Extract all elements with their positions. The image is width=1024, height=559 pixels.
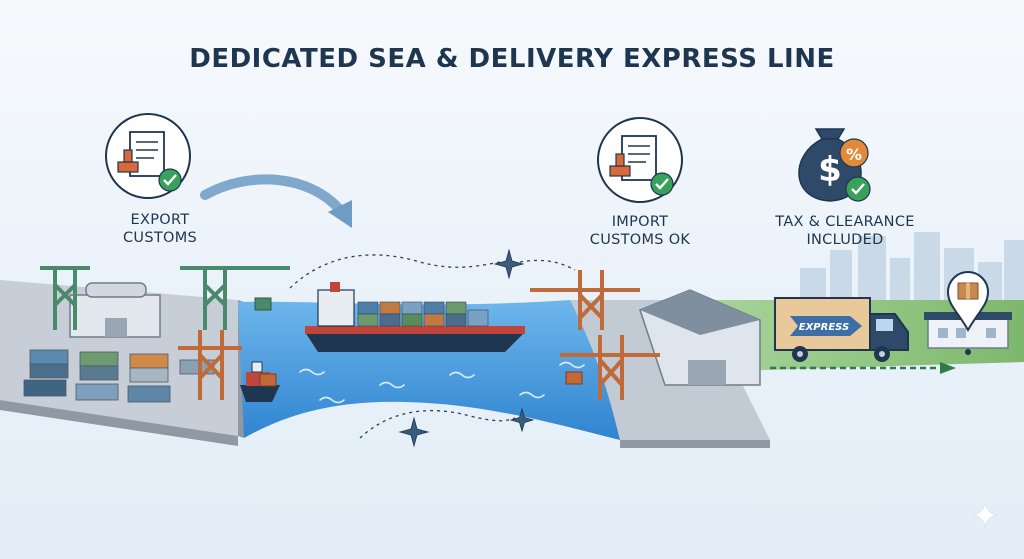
location-pin-package-icon: [946, 271, 990, 355]
route-dashes: [289, 254, 576, 439]
truck-express-label: EXPRESS: [799, 322, 849, 333]
svg-text:%: %: [846, 145, 862, 164]
compass-star-icon: [509, 407, 535, 433]
page-title: DEDICATED SEA & DELIVERY EXPRESS LINE: [189, 44, 835, 74]
crane-hook-box: [259, 373, 277, 387]
delivery-route-arrow: [770, 362, 956, 374]
crane-hook-box: [254, 297, 272, 311]
export-customs-line2: CUSTOMS: [122, 230, 198, 246]
compass-star-icon: [398, 416, 430, 448]
import-customs-line2: CUSTOMS OK: [589, 232, 691, 248]
delivery-truck: [774, 297, 909, 362]
crane-left-orange: [178, 330, 242, 400]
cargo-ship: [305, 282, 525, 352]
curved-arrow-icon: [200, 174, 352, 228]
sparkle-icon: [972, 502, 998, 528]
crane-hook-box: [565, 371, 583, 385]
export-customs-line1: EXPORT: [130, 212, 190, 228]
sea-waves: [299, 361, 585, 404]
customs-stamp-document-icon: [105, 113, 191, 199]
crane-left-green: [40, 266, 290, 330]
tax-clearance-line2: INCLUDED: [806, 232, 884, 248]
customs-stamp-document-icon: [597, 117, 683, 203]
crane-right-orange: [530, 270, 660, 400]
import-customs-label: IMPORT CUSTOMS OK: [560, 213, 720, 249]
import-customs-line1: IMPORT: [611, 214, 669, 230]
export-port: [0, 280, 244, 446]
money-bag-percent-icon: $ %: [798, 128, 871, 202]
tax-clearance-label: TAX & CLEARANCE INCLUDED: [745, 213, 945, 249]
compass-star-icon: [493, 248, 525, 280]
svg-text:$: $: [818, 150, 842, 190]
export-customs-label: EXPORT CUSTOMS: [90, 211, 230, 247]
tax-clearance-line1: TAX & CLEARANCE: [775, 214, 915, 230]
